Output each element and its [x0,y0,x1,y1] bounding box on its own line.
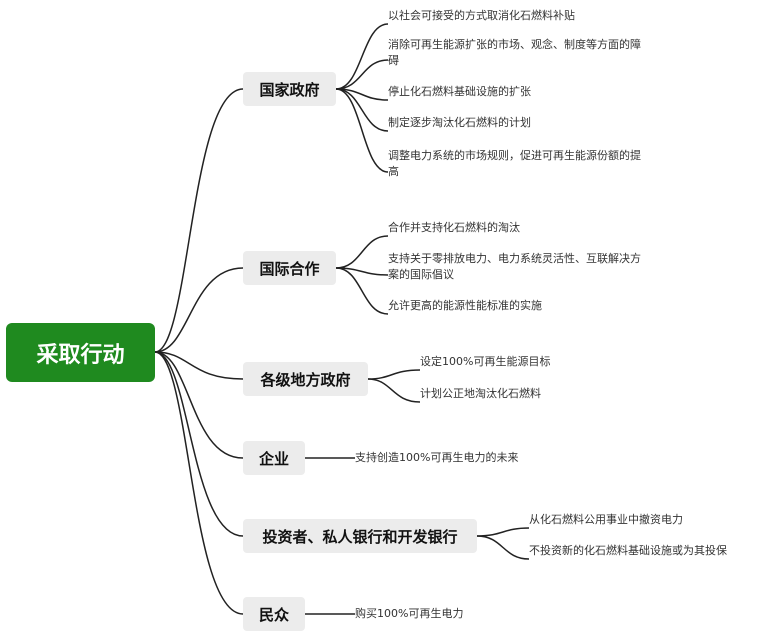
leaf-enterprise-1: 支持创造100%可再生电力的未来 [355,451,519,464]
category-local-government: 各级地方政府 [243,362,368,396]
leaf-intl-2: 支持关于零排放电力、电力系统灵活性、互联解决方案的国际倡议 [388,252,641,281]
leaf-national-2: 消除可再生能源扩张的市场、观念、制度等方面的障碍 [388,38,641,67]
root-node: 采取行动 [6,323,155,382]
link-cat1-leaf2 [335,59,389,90]
link-cat5-leaf2 [476,535,530,560]
link-cat3-leaf2 [367,378,421,403]
category-international-cooperation: 国际合作 [243,251,336,285]
leaf-national-3: 停止化石燃料基础设施的扩张 [388,85,531,98]
link-root-cat1 [154,88,244,353]
leaf-local-1: 设定100%可再生能源目标 [420,355,551,368]
leaf-national-5: 调整电力系统的市场规则，促进可再生能源份额的提高 [388,149,641,178]
link-cat5-leaf1 [476,527,530,537]
link-root-cat2 [154,267,244,353]
category-investors-banks: 投资者、私人银行和开发银行 [243,519,477,553]
leaf-national-1: 以社会可接受的方式取消化石燃料补贴 [388,9,575,22]
link-cat1-leaf4 [335,88,389,132]
link-cat2-leaf3 [335,267,389,315]
link-root-cat5 [154,351,244,537]
leaf-investors-1: 从化石燃料公用事业中撤资电力 [529,513,683,526]
link-root-cat3 [154,351,244,380]
category-enterprise: 企业 [243,441,305,475]
link-cat1-leaf5 [335,88,389,173]
leaf-intl-1: 合作并支持化石燃料的淘汰 [388,221,520,234]
link-cat2-leaf1 [335,235,389,269]
leaf-national-4: 制定逐步淘汰化石燃料的计划 [388,116,531,129]
leaf-investors-2: 不投资新的化石燃料基础设施或为其投保 [529,544,727,557]
category-public: 民众 [243,597,305,631]
leaf-public-1: 购买100%可再生电力 [355,607,464,620]
link-cat3-leaf1 [367,369,421,380]
leaf-local-2: 计划公正地淘汰化石燃料 [420,387,541,400]
leaf-intl-3: 允许更高的能源性能标准的实施 [388,299,542,312]
link-cat1-leaf1 [335,23,389,90]
category-national-government: 国家政府 [243,72,336,106]
link-root-cat6 [154,351,244,615]
link-root-cat4 [154,351,244,459]
